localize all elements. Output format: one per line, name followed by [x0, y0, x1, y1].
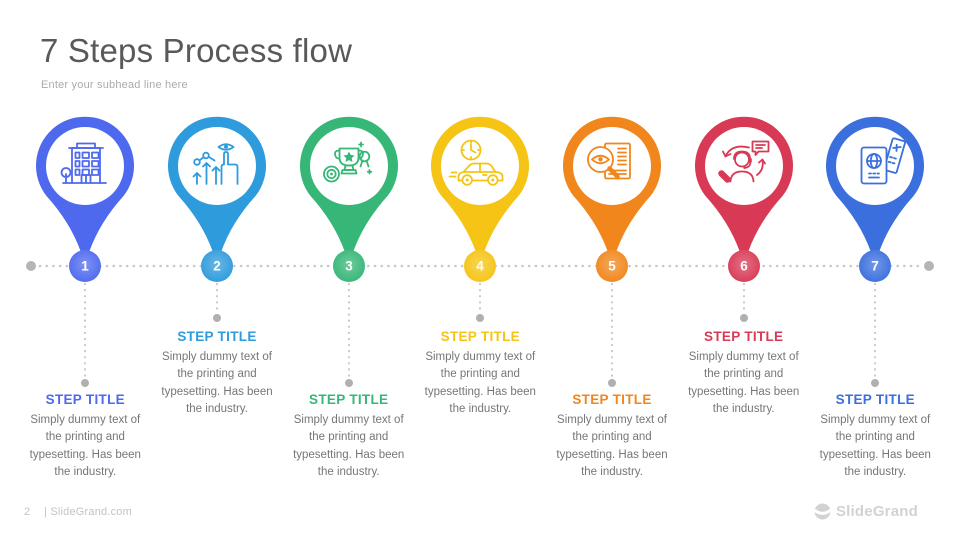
page-number: 2 [24, 506, 31, 518]
map-pin-7: 7 [826, 116, 925, 387]
step-column-3: 3 STEP TITLE Simply dummy text of the pr… [283, 114, 415, 514]
slide-title: 7 Steps Process flow [40, 32, 353, 69]
customer-support-icon [717, 140, 770, 183]
step-text-6: STEP TITLE Simply dummy text of the prin… [678, 329, 810, 419]
step-text-3: STEP TITLE Simply dummy text of the prin… [283, 392, 415, 482]
slide-subtitle: Enter your subhead line here [41, 79, 188, 91]
brand-logo-text: SlideGrand [835, 503, 918, 520]
connector-dot [344, 379, 353, 387]
connector-dot [608, 379, 616, 387]
connector-dot [739, 314, 748, 322]
connector-dot [213, 314, 221, 322]
step-title: STEP TITLE [45, 392, 125, 407]
site-label: | SlideGrand.com [44, 506, 132, 518]
step-title: STEP TITLE [835, 392, 915, 407]
step-title: STEP TITLE [572, 392, 652, 407]
step-column-7: 7 STEP TITLE Simply dummy text of the pr… [809, 114, 941, 514]
timeline-end-dot [924, 261, 934, 271]
step-number-shine [332, 250, 365, 282]
step-description: Simply dummy text of the printing and ty… [424, 351, 536, 416]
step-text-1: STEP TITLE Simply dummy text of the prin… [19, 392, 151, 482]
passport-ticket-icon [860, 137, 907, 185]
step-column-2: 2 STEP TITLE Simply dummy text of the pr… [151, 114, 283, 514]
step-text-5: STEP TITLE Simply dummy text of the prin… [546, 392, 678, 482]
connector-dot [871, 379, 880, 387]
step-number: 7 [872, 259, 880, 274]
pin-inner-circle [178, 127, 256, 205]
step-text-7: STEP TITLE Simply dummy text of the prin… [809, 392, 941, 482]
step-description: Simply dummy text of the printing and ty… [819, 414, 931, 479]
trophy-award-icon [322, 141, 372, 183]
step-number: 3 [345, 259, 353, 274]
connector-dot [81, 379, 90, 387]
step-description: Simply dummy text of the printing and ty… [293, 414, 405, 479]
step-number-shine [201, 250, 233, 282]
step-number-shine [596, 250, 628, 282]
map-pin-3: 3 [299, 116, 398, 387]
timeline-start-dot [26, 261, 36, 271]
step-column-1: 1 STEP TITLE Simply dummy text of the pr… [19, 114, 151, 514]
step-title: STEP TITLE [704, 329, 784, 344]
timeline [26, 261, 934, 271]
document-review-icon [587, 142, 631, 180]
step-column-5: 5 STEP TITLE Simply dummy text of the pr… [546, 114, 678, 514]
step-number-shine [859, 250, 892, 282]
step-number: 6 [740, 259, 748, 274]
step-text-4: STEP TITLE Simply dummy text of the prin… [414, 329, 546, 419]
step-number: 2 [213, 259, 221, 274]
connector-dot [476, 314, 485, 322]
step-title: STEP TITLE [177, 329, 257, 344]
brand-logo-icon [813, 503, 831, 520]
step-description: Simply dummy text of the printing and ty… [161, 351, 273, 416]
step-number-shine [464, 250, 497, 282]
map-pin-2: 2 [168, 116, 266, 322]
step-number-shine [69, 250, 102, 282]
step-column-4: 4 STEP TITLE Simply dummy text of the pr… [414, 114, 546, 514]
map-pin-1: 1 [36, 116, 135, 387]
step-number: 5 [608, 259, 616, 274]
car-time-icon [448, 139, 504, 186]
growth-analysis-icon [192, 143, 239, 185]
step-text-2: STEP TITLE Simply dummy text of the prin… [151, 329, 283, 419]
step-title: STEP TITLE [440, 329, 520, 344]
step-description: Simply dummy text of the printing and ty… [556, 414, 668, 479]
brand-logo: SlideGrand [813, 503, 918, 520]
step-number: 4 [477, 259, 485, 274]
step-title: STEP TITLE [309, 392, 389, 407]
step-number-shine [727, 250, 760, 282]
map-pin-4: 4 [431, 116, 530, 322]
map-pin-5: 5 [563, 116, 661, 387]
step-column-6: 6 STEP TITLE Simply dummy text of the pr… [678, 114, 810, 514]
step-description: Simply dummy text of the printing and ty… [29, 414, 141, 479]
map-pin-6: 6 [694, 116, 793, 322]
step-number: 1 [82, 259, 90, 274]
building-icon [60, 142, 108, 184]
step-description: Simply dummy text of the printing and ty… [688, 351, 800, 416]
